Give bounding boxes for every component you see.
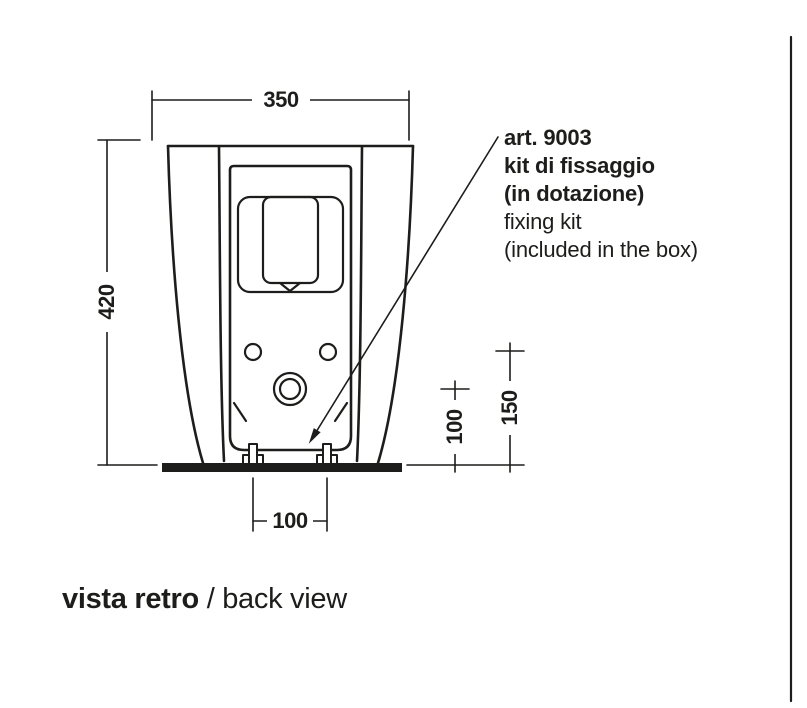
annotation-block: art. 9003 kit di fissaggio (in dotazione… xyxy=(504,124,698,264)
fixture-details xyxy=(232,195,349,423)
cavity-opening xyxy=(228,164,353,452)
caption: vista retro / back view xyxy=(62,583,347,616)
fixing-bolts xyxy=(242,443,338,465)
bracket-mark-right xyxy=(333,401,349,423)
bolt-stem-left xyxy=(248,443,258,465)
caption-italian: vista retro xyxy=(62,583,199,615)
trap-notch xyxy=(278,281,302,293)
fixing-hole-left xyxy=(243,342,263,362)
dimension-label-fixing-height: 150 xyxy=(497,381,522,435)
annotation-kit-line-en-2: (included in the box) xyxy=(504,237,698,262)
annotation-kit-line-it-1: kit di fissaggio xyxy=(504,153,655,178)
fixture-right-side xyxy=(376,144,415,465)
annotation-art-number: art. 9003 xyxy=(504,125,592,150)
bracket-mark-left xyxy=(232,401,248,423)
annotation-kit-line-it-2: (in dotazione) xyxy=(504,181,645,206)
caption-english: / back view xyxy=(198,583,347,615)
dimension-label-overall-height: 420 xyxy=(94,272,120,332)
trap-inner xyxy=(261,195,320,285)
leader-arrowhead xyxy=(308,428,321,444)
bolt-stem-right xyxy=(322,443,332,465)
fixture-inner-wall-right xyxy=(355,145,364,463)
annotation-kit-line-en-1: fixing kit xyxy=(504,209,582,234)
floor-base-bar xyxy=(162,463,402,472)
fixing-hole-right xyxy=(318,342,338,362)
drain-inner-circle xyxy=(278,377,302,401)
dimension-label-drain-height: 100 xyxy=(442,400,467,454)
dimension-label-bolt-spacing: 100 xyxy=(267,508,313,534)
trap-outer xyxy=(236,195,345,294)
dimension-label-top-width: 350 xyxy=(252,86,310,114)
fixture-outline xyxy=(166,144,415,465)
fixture-inner-wall-left xyxy=(217,145,226,463)
drain-outer-circle xyxy=(272,371,308,407)
fixture-left-side xyxy=(166,144,205,465)
